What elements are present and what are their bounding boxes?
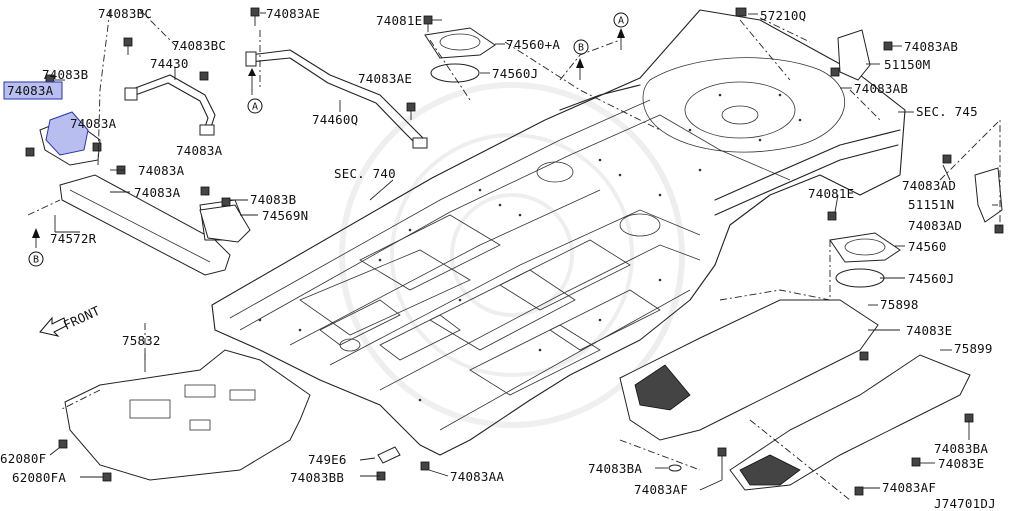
front-arrow: FRONT bbox=[39, 303, 103, 337]
part-labels: 74083BC 74083AE 74081E 57210Q 74083B 740… bbox=[0, 6, 996, 511]
bolt-icon bbox=[859, 351, 869, 361]
ref-circle-b bbox=[28, 251, 44, 267]
label-51150M[interactable]: 51150M bbox=[884, 57, 930, 72]
brace-74430 bbox=[124, 74, 216, 136]
label-74083AB[interactable]: 74083AB bbox=[904, 39, 958, 54]
bolts bbox=[25, 7, 1004, 496]
label-74081E[interactable]: 74081E bbox=[376, 13, 422, 28]
bolt-icon bbox=[911, 457, 921, 467]
label-75898[interactable]: 75898 bbox=[880, 297, 919, 312]
dash-lines bbox=[27, 9, 1001, 501]
label-74083AE[interactable]: 74083AE bbox=[358, 71, 412, 86]
bolt-icon bbox=[58, 439, 68, 449]
label-74083A[interactable]: 74083A bbox=[70, 116, 117, 131]
label-74083A-highlight-box[interactable] bbox=[3, 81, 63, 100]
ref-b-label: B bbox=[33, 255, 39, 266]
label-74083AF[interactable]: 74083AF bbox=[882, 480, 936, 495]
label-74083AA[interactable]: 74083AA bbox=[450, 469, 504, 484]
bolt-icon bbox=[420, 461, 430, 471]
label-74560[interactable]: 74560 bbox=[908, 239, 947, 254]
bolt-icon bbox=[830, 67, 840, 77]
under-cover-75899 bbox=[729, 354, 971, 491]
label-74083BA[interactable]: 74083BA bbox=[588, 461, 642, 476]
bolt-icon bbox=[827, 211, 837, 221]
label-74560A[interactable]: 74560+A bbox=[506, 37, 560, 52]
ref-markers: A A B B bbox=[28, 12, 629, 267]
bolt-icon bbox=[883, 41, 893, 51]
under-cover-75832 bbox=[64, 349, 311, 481]
label-74560J[interactable]: 74560J bbox=[492, 66, 538, 81]
label-75899[interactable]: 75899 bbox=[954, 341, 993, 356]
label-74569N[interactable]: 74569N bbox=[262, 208, 308, 223]
label-57210Q[interactable]: 57210Q bbox=[760, 8, 806, 23]
bolt-icon bbox=[854, 486, 864, 496]
label-74083AB[interactable]: 74083AB bbox=[854, 81, 908, 96]
bolt-icon bbox=[199, 71, 209, 81]
label-51151N[interactable]: 51151N bbox=[908, 197, 954, 212]
label-62080F[interactable]: 62080F bbox=[0, 451, 46, 466]
label-74560J[interactable]: 74560J bbox=[908, 271, 954, 286]
bolt-icon bbox=[102, 472, 112, 482]
label-74083BB[interactable]: 74083BB bbox=[290, 470, 344, 485]
ref-a-label: A bbox=[252, 102, 258, 113]
bolt-icon bbox=[423, 15, 433, 32]
label-62080FA[interactable]: 62080FA bbox=[12, 470, 66, 485]
bolt-icon bbox=[250, 7, 260, 26]
label-749E6[interactable]: 749E6 bbox=[308, 452, 347, 467]
under-cover-75898 bbox=[619, 299, 879, 441]
label-74430[interactable]: 74430 bbox=[150, 56, 189, 71]
bolt-icon bbox=[406, 102, 416, 120]
ref-circle-a bbox=[247, 98, 263, 114]
label-sec-745[interactable]: SEC. 745 bbox=[916, 104, 978, 119]
leader-lines bbox=[49, 12, 998, 491]
label-74083AE[interactable]: 74083AE bbox=[266, 6, 320, 21]
bracket-51151N bbox=[974, 167, 1003, 223]
ref-a-label: A bbox=[618, 16, 624, 27]
ref-circle-a bbox=[613, 12, 629, 28]
label-74083BC[interactable]: 74083BC bbox=[98, 6, 152, 21]
bracket-74083A-highlight[interactable] bbox=[45, 111, 89, 156]
bolt-icon bbox=[123, 37, 133, 55]
label-74460Q[interactable]: 74460Q bbox=[312, 112, 358, 127]
ref-circle-b bbox=[573, 39, 589, 55]
clip-icon bbox=[377, 446, 401, 464]
label-74083B[interactable]: 74083B bbox=[250, 192, 296, 207]
label-74083A[interactable]: 74083A bbox=[138, 163, 185, 178]
label-74572R[interactable]: 74572R bbox=[50, 231, 97, 246]
ref-b-label: B bbox=[578, 43, 584, 54]
label-74083A[interactable]: 74083A bbox=[134, 185, 181, 200]
label-74083A[interactable]: 74083A bbox=[176, 143, 223, 158]
bracket-74569N bbox=[199, 204, 251, 243]
label-74083BA[interactable]: 74083BA bbox=[934, 441, 988, 456]
diagram-id: J74701DJ bbox=[934, 496, 996, 511]
bolt-icon bbox=[717, 447, 727, 457]
tie-rod-74460Q bbox=[245, 49, 428, 149]
label-74083E[interactable]: 74083E bbox=[938, 456, 984, 471]
front-label: FRONT bbox=[61, 303, 103, 333]
bolt-icon bbox=[92, 142, 102, 152]
bolt-icon bbox=[25, 147, 35, 157]
label-75832[interactable]: 75832 bbox=[122, 333, 161, 348]
bolt-icon bbox=[942, 154, 952, 164]
bumper-rubber-74560 bbox=[829, 232, 901, 288]
label-74083AD[interactable]: 74083AD bbox=[902, 178, 956, 193]
label-74083AD[interactable]: 74083AD bbox=[908, 218, 962, 233]
bumper-rubber-74560A bbox=[424, 27, 496, 83]
bolt-icon bbox=[200, 186, 210, 196]
label-74083BC[interactable]: 74083BC bbox=[172, 38, 226, 53]
bracket-51150M bbox=[837, 29, 871, 81]
label-74081E[interactable]: 74081E bbox=[808, 186, 854, 201]
floor-panel-sec740 bbox=[211, 9, 906, 456]
label-74083AF[interactable]: 74083AF bbox=[634, 482, 688, 497]
label-sec-740[interactable]: SEC. 740 bbox=[334, 166, 396, 181]
bolt-icon bbox=[668, 464, 682, 472]
label-74083B[interactable]: 74083B bbox=[42, 67, 88, 82]
bolt-icon bbox=[994, 224, 1004, 234]
bolt-icon bbox=[221, 197, 231, 207]
bolt-icon bbox=[735, 7, 747, 17]
label-74083E[interactable]: 74083E bbox=[906, 323, 952, 338]
label-74083A-highlighted[interactable]: 74083A bbox=[7, 83, 54, 98]
